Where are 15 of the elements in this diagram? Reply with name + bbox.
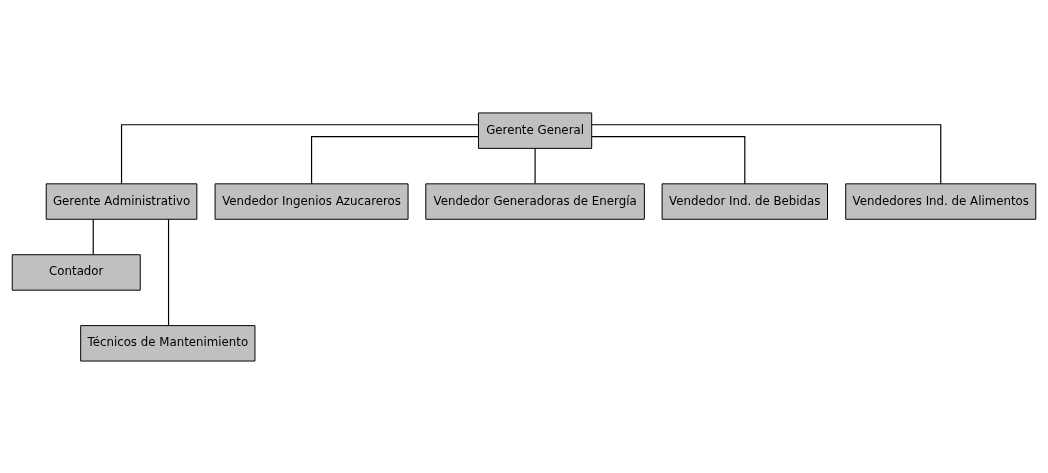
node-box: Vendedor Ind. de Bebidas xyxy=(661,182,828,220)
connector xyxy=(92,218,94,255)
connector xyxy=(534,147,536,184)
node-box: Vendedor Generadoras de Energía xyxy=(425,182,645,220)
connector xyxy=(311,135,479,184)
node-box: Gerente Administrativo xyxy=(45,182,198,220)
node-box: Técnicos de Mantenimiento xyxy=(80,324,256,362)
node-box: Vendedores Ind. de Alimentos xyxy=(845,182,1037,220)
connector xyxy=(167,218,170,326)
connector xyxy=(120,123,480,184)
connector xyxy=(591,135,746,184)
node-box: Gerente General xyxy=(477,111,593,149)
connector xyxy=(591,123,942,184)
node-box: Vendedor Ingenios Azucareros xyxy=(214,182,409,220)
node-box: Contador xyxy=(11,253,141,291)
